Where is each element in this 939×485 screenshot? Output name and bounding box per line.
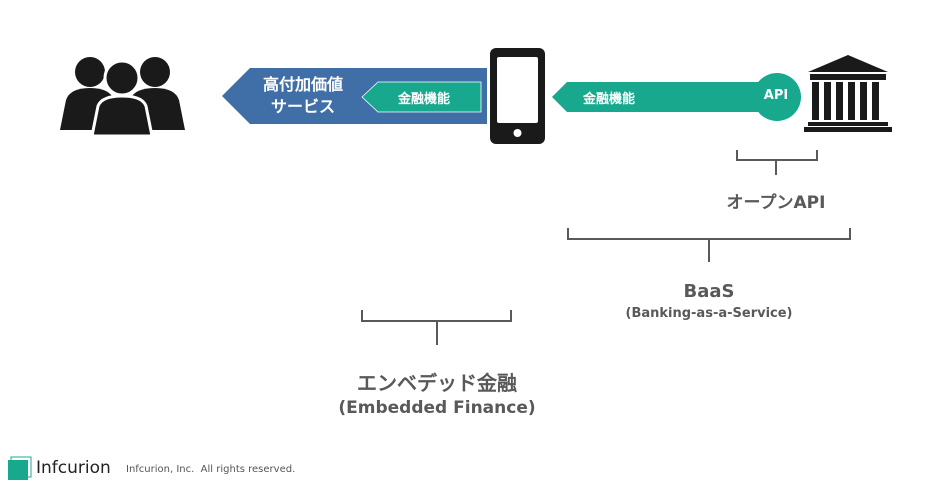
label-line2: サービス	[270, 97, 336, 116]
finance-function-arrow	[552, 82, 775, 112]
users-icon	[60, 57, 185, 138]
finance-function-label: 金融機能	[582, 92, 636, 107]
value-added-service-label: 高付加価値サービス	[263, 74, 343, 118]
smartphone-icon	[490, 48, 545, 144]
embedded-bracket	[361, 310, 512, 345]
embedded-subtitle: (Embedded Finance)	[338, 398, 536, 418]
baas-bracket	[567, 228, 851, 262]
inner-finance-arrow	[361, 81, 482, 113]
embedded-title: エンベデッド金融	[357, 371, 517, 395]
footer-copyright: Infcurion, Inc. All rights reserved.	[126, 464, 296, 475]
footer-brand: Infcurion	[36, 458, 111, 478]
baas-subtitle: (Banking-as-a-Service)	[625, 306, 793, 321]
label-line1: 高付加価値	[262, 75, 344, 94]
baas-title: BaaS	[683, 281, 735, 302]
open-api-label: オープンAPI	[726, 193, 826, 213]
api-circle	[753, 73, 801, 121]
brackets	[361, 150, 851, 345]
inner-finance-label: 金融機能	[397, 92, 451, 107]
infcurion-logo-icon	[8, 456, 32, 480]
api-label: API	[763, 88, 789, 103]
bank-icon	[804, 55, 892, 132]
open-api-bracket	[736, 150, 818, 175]
